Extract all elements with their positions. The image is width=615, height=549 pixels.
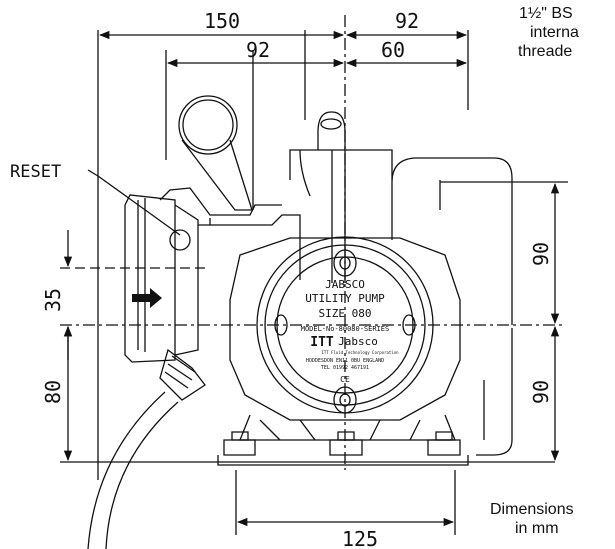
dim-base-width: 125 [342,527,378,549]
nameplate-small2: HODDESDON EN11 0BU ENGLAND [306,358,384,364]
dim-inlet-offset: 35 [41,288,65,312]
nameplate-ce-mark: CE [340,375,350,384]
nameplate: JABSCO UTILITY PUMP SIZE 080 MODEL-No-80… [301,278,399,384]
dim-left-of-center: 92 [246,38,270,62]
thread-note-line2: interna [530,24,579,41]
nameplate-small3: TEL 01992 467191 [321,365,369,371]
nameplate-logo: ITT [310,335,334,350]
motor-housing [289,149,513,456]
dimension-lines [63,30,560,527]
thread-note: 1½" BS interna threade [518,4,615,61]
units-note: Dimensions in mm [490,500,615,538]
dimension-values: 150 92 92 60 125 90 90 80 35 [41,9,553,549]
reset-leader [87,169,181,236]
nameplate-brand: JABSCO [325,278,365,291]
thread-note-line3: threade [518,43,573,60]
dim-overall-width: 150 [204,9,240,33]
dim-upper-height: 90 [529,242,553,266]
units-note-line1: Dimensions [490,501,574,518]
nameplate-line2: SIZE 080 [319,307,372,320]
reset-label: RESET [10,162,61,182]
inlet-arrow [132,288,162,308]
nameplate-model: MODEL-No-80080-SERIES [301,325,390,333]
pump-head [229,236,461,421]
nameplate-small1: ITT Fluid Technology Corporation [321,350,399,355]
terminal-box [124,187,301,363]
units-note-line2: in mm [515,520,559,537]
discharge-pipe [299,111,346,283]
dim-right-width: 92 [395,9,419,33]
cable-gland [87,348,206,549]
dim-lower-height: 90 [529,380,553,404]
dim-handle-offset: 60 [381,38,405,62]
nameplate-line1: UTILITY PUMP [305,292,385,305]
pump-base [217,414,469,466]
nameplate-logo-text: Jabsco [338,335,378,348]
top-gauge-ring [178,95,253,211]
dim-lower-left-height: 80 [41,380,65,404]
extension-lines [60,15,568,535]
thread-note-line1: 1½" BS [519,5,573,22]
